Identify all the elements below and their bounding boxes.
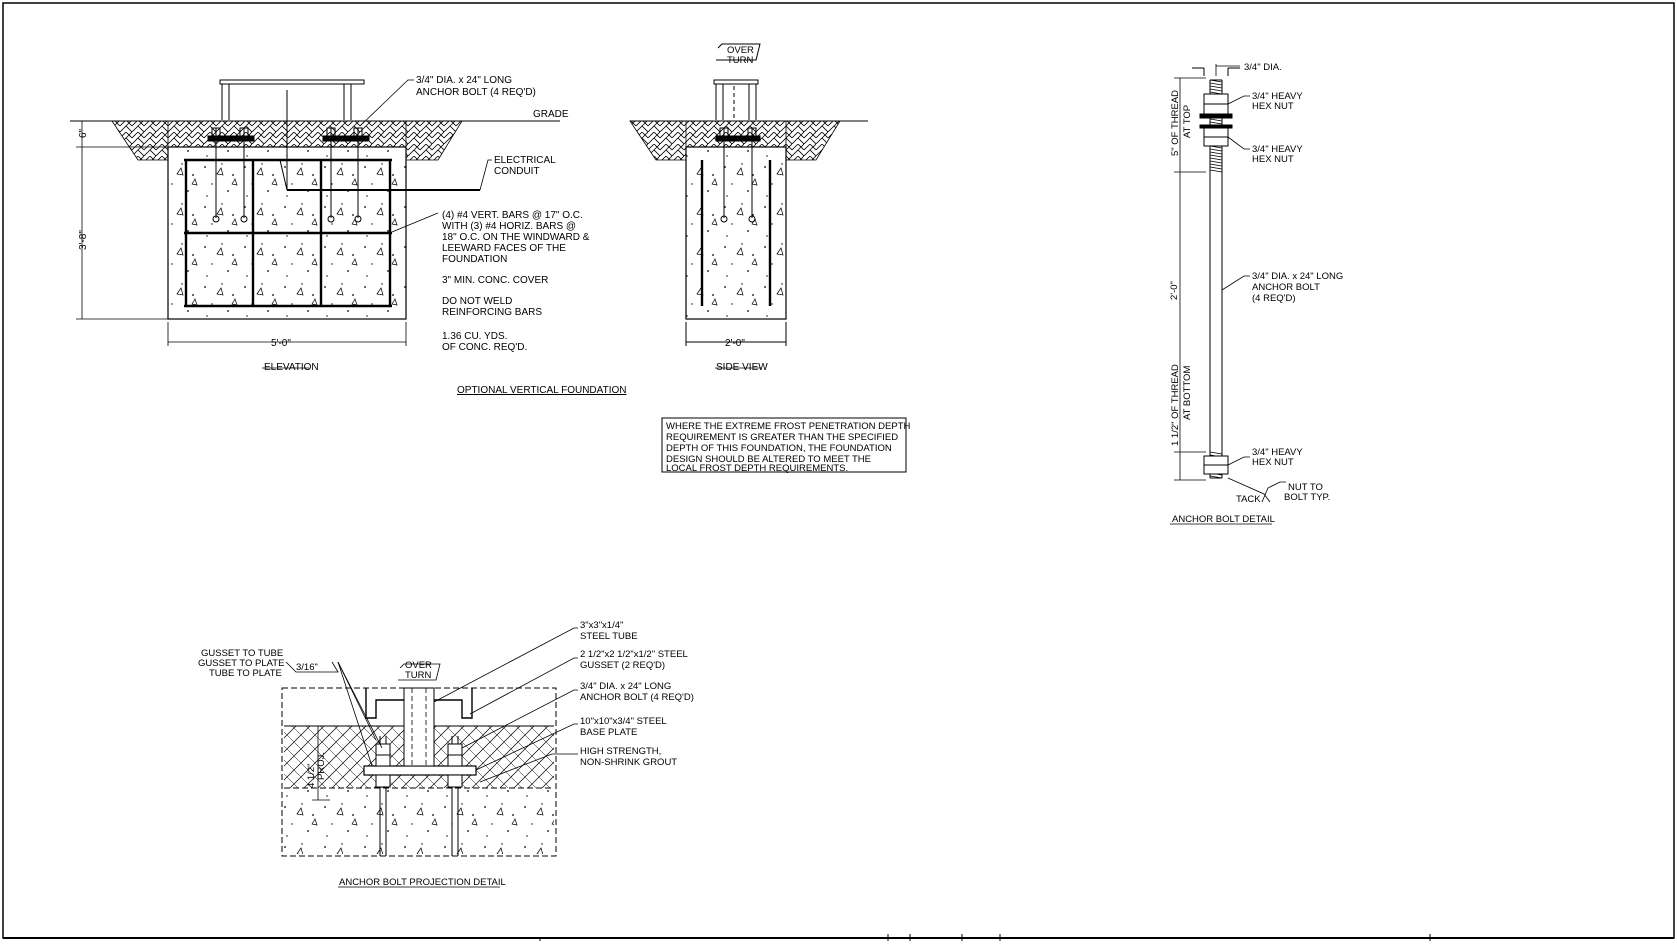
proj-overturn-1: OVER bbox=[405, 660, 432, 671]
elevation-labels: 3/4" DIA. x 24" LONG ANCHOR BOLT (4 REQ'… bbox=[78, 75, 569, 373]
elevation-view bbox=[70, 79, 560, 369]
projection-title: ANCHOR BOLT PROJECTION DETAIL bbox=[339, 877, 506, 888]
proj-overturn-2: TURN bbox=[405, 670, 432, 681]
weld-label-3: TUBE TO PLATE bbox=[209, 668, 282, 679]
nut-bottom-2: HEX NUT bbox=[1252, 457, 1294, 468]
conduit-label-2: CONDUIT bbox=[494, 166, 540, 177]
depth-top-dim: 6" bbox=[78, 128, 89, 138]
frost-line-4: DESIGN SHOULD BE ALTERED TO MEET THE bbox=[666, 454, 871, 465]
bolt-detail-labels: 3/4" DIA. 3/4" HEAVY HEX NUT 3/4" HEAVY … bbox=[1169, 62, 1343, 525]
projection-detail bbox=[281, 627, 578, 888]
plate-label-1: 10"x10"x3/4" STEEL bbox=[580, 716, 667, 727]
gusset-label-1: 2 1/2"x2 1/2"x1/2" STEEL bbox=[580, 649, 688, 660]
thread-bottom-2: AT BOTTOM bbox=[1182, 366, 1193, 420]
gusset-label-2: GUSSET (2 REQ'D) bbox=[580, 660, 665, 671]
frost-note: WHERE THE EXTREME FROST PENETRATION DEPT… bbox=[666, 421, 911, 474]
bolt-label-3: (4 REQ'D) bbox=[1252, 293, 1296, 304]
tube-label-1: 3"x3"x1/4" bbox=[580, 620, 623, 631]
weld-label-1: GUSSET TO TUBE bbox=[201, 648, 283, 659]
projection-labels: GUSSET TO TUBE GUSSET TO PLATE TUBE TO P… bbox=[198, 620, 694, 888]
width-dim: 5'-0" bbox=[271, 338, 291, 349]
nut-top1-2: HEX NUT bbox=[1252, 101, 1294, 112]
nut-to-bolt-2: BOLT TYP. bbox=[1284, 492, 1330, 503]
side-view-labels: OVER TURN 2'-0" SIDE VIEW bbox=[716, 45, 768, 373]
bars-note-1: (4) #4 VERT. BARS @ 17" O.C. bbox=[442, 210, 583, 221]
side-width-dim: 2'-0" bbox=[725, 338, 745, 349]
grade-label: GRADE bbox=[533, 109, 569, 120]
conduit-label-1: ELECTRICAL bbox=[494, 155, 556, 166]
proj-dim-1: 4 1/2" bbox=[306, 763, 317, 788]
frost-note-box bbox=[661, 417, 907, 473]
frost-line-3: DEPTH OF THIS FOUNDATION, THE FOUNDATION bbox=[666, 443, 892, 454]
weld-note-1: DO NOT WELD bbox=[442, 296, 512, 307]
anchor-bolt-label-2: ANCHOR BOLT (4 REQ'D) bbox=[416, 87, 536, 98]
plate-label-2: BASE PLATE bbox=[580, 727, 637, 738]
anchor-bolt-detail bbox=[1170, 64, 1286, 525]
volume-note-1: 1.36 CU. YDS. bbox=[442, 331, 507, 342]
weld-label-2: GUSSET TO PLATE bbox=[198, 658, 284, 669]
frost-line-1: WHERE THE EXTREME FROST PENETRATION DEPT… bbox=[666, 421, 911, 432]
nut-top2-2: HEX NUT bbox=[1252, 154, 1294, 165]
foundation-title: OPTIONAL VERTICAL FOUNDATION bbox=[457, 385, 626, 396]
weld-size: 3/16" bbox=[296, 662, 318, 673]
depth-dim: 3'-8" bbox=[78, 230, 89, 250]
grout-label-2: NON-SHRINK GROUT bbox=[580, 757, 677, 768]
thread-top-1: 5" OF THREAD bbox=[1170, 90, 1181, 156]
proj-bolt-label-1: 3/4" DIA. x 24" LONG bbox=[580, 681, 671, 692]
nut-top1-1: 3/4" HEAVY bbox=[1252, 91, 1303, 102]
anchor-bolt-label-1: 3/4" DIA. x 24" LONG bbox=[416, 75, 512, 86]
nut-bottom-1: 3/4" HEAVY bbox=[1252, 447, 1303, 458]
proj-dim-2: PROJ. bbox=[316, 752, 327, 780]
bolt-label-1: 3/4" DIA. x 24" LONG bbox=[1252, 271, 1343, 282]
cover-note: 3" MIN. CONC. COVER bbox=[442, 275, 548, 286]
tube-label-2: STEEL TUBE bbox=[580, 631, 638, 642]
bolt-detail-title: ANCHOR BOLT DETAIL bbox=[1172, 514, 1275, 525]
foundation-notes: (4) #4 VERT. BARS @ 17" O.C. WITH (3) #4… bbox=[442, 210, 626, 396]
nut-top2-1: 3/4" HEAVY bbox=[1252, 144, 1303, 155]
bolt-label-2: ANCHOR BOLT bbox=[1252, 282, 1320, 293]
side-view bbox=[629, 43, 868, 369]
length-dim: 2'-0" bbox=[1169, 281, 1180, 300]
tack-label: TACK bbox=[1236, 494, 1261, 505]
proj-bolt-label-2: ANCHOR BOLT (4 REQ'D) bbox=[580, 692, 694, 703]
bars-note-4: LEEWARD FACES OF THE bbox=[442, 243, 566, 254]
side-view-title: SIDE VIEW bbox=[716, 362, 768, 373]
bars-note-5: FOUNDATION bbox=[442, 254, 507, 265]
thread-top-2: AT TOP bbox=[1182, 105, 1193, 138]
overturn-label-2: TURN bbox=[727, 55, 754, 66]
bars-note-2: WITH (3) #4 HORIZ. BARS @ bbox=[442, 221, 576, 232]
elevation-title: ELEVATION bbox=[264, 362, 319, 373]
frost-line-2: REQUIREMENT IS GREATER THAN THE SPECIFIE… bbox=[666, 432, 898, 443]
weld-note-2: REINFORCING BARS bbox=[442, 307, 542, 318]
nut-to-bolt-1: NUT TO bbox=[1288, 482, 1323, 493]
bars-note-3: 18" O.C. ON THE WINDWARD & bbox=[442, 232, 590, 243]
thread-bottom-1: 1 1/2" OF THREAD bbox=[1170, 364, 1181, 446]
dia-label: 3/4" DIA. bbox=[1244, 62, 1282, 73]
frost-line-5: LOCAL FROST DEPTH REQUIREMENTS. bbox=[666, 463, 848, 474]
volume-note-2: OF CONC. REQ'D. bbox=[442, 342, 527, 353]
overturn-label-1: OVER bbox=[727, 45, 754, 56]
grout-label-1: HIGH STRENGTH, bbox=[580, 746, 661, 757]
